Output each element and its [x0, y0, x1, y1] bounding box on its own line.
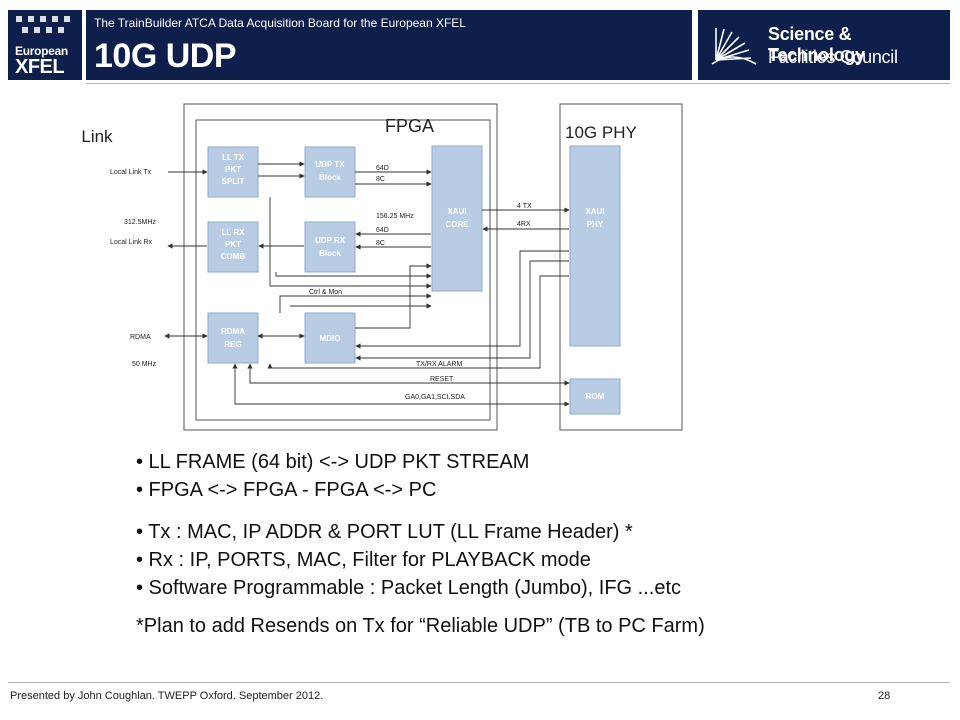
udp-tx-label-2: Block: [319, 173, 341, 182]
udp-rx-block: [304, 221, 356, 273]
page-number: 28: [878, 690, 891, 702]
wire-mdio-phy-2: [355, 260, 569, 361]
xaui-core-label-1: XAUI: [447, 207, 466, 216]
xaui-phy-label-2: PHY: [587, 220, 604, 229]
udp-rx-label-2: Block: [319, 249, 341, 258]
udp-tx-label-1: UDP TX: [315, 160, 345, 169]
stfc-sunburst-icon: [711, 28, 757, 65]
freq-312-label: 312.5MHz: [124, 219, 156, 226]
tx-8c-label: 8C: [376, 176, 385, 183]
european-xfel-logo: European XFEL: [8, 10, 82, 80]
ll-tx-label-1: LL TX: [222, 153, 245, 162]
xaui-core-block: [431, 145, 483, 292]
local-link-tx-label: Local Link Tx: [110, 169, 152, 176]
ll-rx-label-2: PKT: [225, 240, 241, 249]
bullet-fpga: • FPGA <-> FPGA - FPGA <-> PC: [136, 479, 437, 501]
xfel-logo-word1: European: [15, 44, 68, 58]
local-link-rx-label: Local Link Rx: [110, 239, 153, 246]
rdma-reg-label-2: REG: [224, 340, 241, 349]
ll-rx-label-1: LL RX: [222, 228, 246, 237]
wire-ga-rom: [232, 363, 570, 407]
xaui-core-label-2: CORE: [445, 220, 469, 229]
txrx-alarm-label: TX/RX ALARM: [416, 361, 462, 368]
bullet-list: • LL FRAME (64 bit) <-> UDP PKT STREAM •…: [136, 448, 946, 640]
slide-subtitle: The TrainBuilder ATCA Data Acquisition B…: [94, 16, 466, 30]
rx4-label: 4RX: [517, 221, 531, 228]
phy-label: 10G PHY: [565, 123, 637, 142]
fpga-label: FPGA: [385, 116, 434, 136]
freq-50-label: 50 MHz: [132, 361, 157, 368]
wire-ctrl-2: [275, 272, 432, 279]
wire-mdio-xaui: [355, 263, 432, 329]
mdio-label: MDIO: [320, 334, 341, 343]
footer-rule: [8, 682, 950, 683]
footer-presenter: Presented by John Coughlan. TWEPP Oxford…: [10, 690, 324, 702]
rdma-label: RDMA: [130, 334, 151, 341]
phy-frame: [559, 103, 683, 431]
wire-reset: [247, 363, 570, 386]
xaui-phy-label-1: XAUI: [585, 207, 604, 216]
tx4-label: 4 TX: [517, 203, 532, 210]
wire-ctrl-mon: [279, 293, 432, 313]
udp-block-diagram: FPGA 10G PHY Local Link LL TX PKT SPLIT …: [80, 103, 683, 431]
stfc-logo-line1: Science & Technology: [768, 24, 865, 65]
fpga-inner-frame: [195, 119, 491, 421]
bullet-software: • Software Programmable : Packet Length …: [136, 577, 681, 599]
rdma-reg-label-1: RDMA: [221, 327, 245, 336]
udp-tx-block: [304, 146, 356, 198]
bullet-tx: • Tx : MAC, IP ADDR & PORT LUT (LL Frame…: [136, 521, 633, 543]
rdma-reg-block: [207, 312, 259, 364]
rom-block: [569, 378, 621, 415]
rom-label: ROM: [586, 392, 605, 401]
ga-label: GA0,GA1,SCLSDA: [405, 394, 465, 401]
reset-label: RESET: [430, 376, 454, 383]
mdio-block: [304, 312, 356, 364]
ll-rx-pkt-comb-block: [207, 221, 259, 273]
ctrl-mon-label: Ctrl & Mon: [309, 289, 342, 296]
ll-rx-label-3: COMB: [221, 252, 246, 261]
xfel-logo-grid-icon: [16, 16, 70, 33]
udp-rx-label-1: UDP RX: [315, 236, 346, 245]
ll-tx-label-3: SPLIT: [222, 177, 245, 186]
rx-64d-label: 64D: [376, 227, 389, 234]
stfc-logo: Science & Technology Facilities Council: [698, 10, 950, 80]
stfc-logo-line2: Facilities Council: [768, 47, 898, 67]
tx-64d-label: 64D: [376, 165, 389, 172]
header-rule: [86, 83, 950, 84]
ll-tx-pkt-split-block: [207, 146, 259, 198]
xfel-logo-word2: XFEL: [15, 56, 65, 78]
xaui-phy-block: [569, 145, 621, 347]
title-bar: The TrainBuilder ATCA Data Acquisition B…: [86, 10, 692, 80]
bullet-ll-frame: • LL FRAME (64 bit) <-> UDP PKT STREAM: [136, 451, 530, 473]
freq-156-label: 156.25 MHz: [376, 213, 414, 220]
slide-title: 10G UDP: [94, 37, 237, 75]
plan-note: *Plan to add Resends on Tx for “Reliable…: [136, 615, 705, 637]
local-link-label: Local Link: [80, 127, 113, 146]
rx-8c-label: 8C: [376, 240, 385, 247]
wire-mdio-phy: [355, 250, 569, 349]
ll-tx-label-2: PKT: [225, 165, 241, 174]
bullet-rx: • Rx : IP, PORTS, MAC, Filter for PLAYBA…: [136, 549, 591, 571]
fpga-outer-frame: [183, 103, 498, 431]
